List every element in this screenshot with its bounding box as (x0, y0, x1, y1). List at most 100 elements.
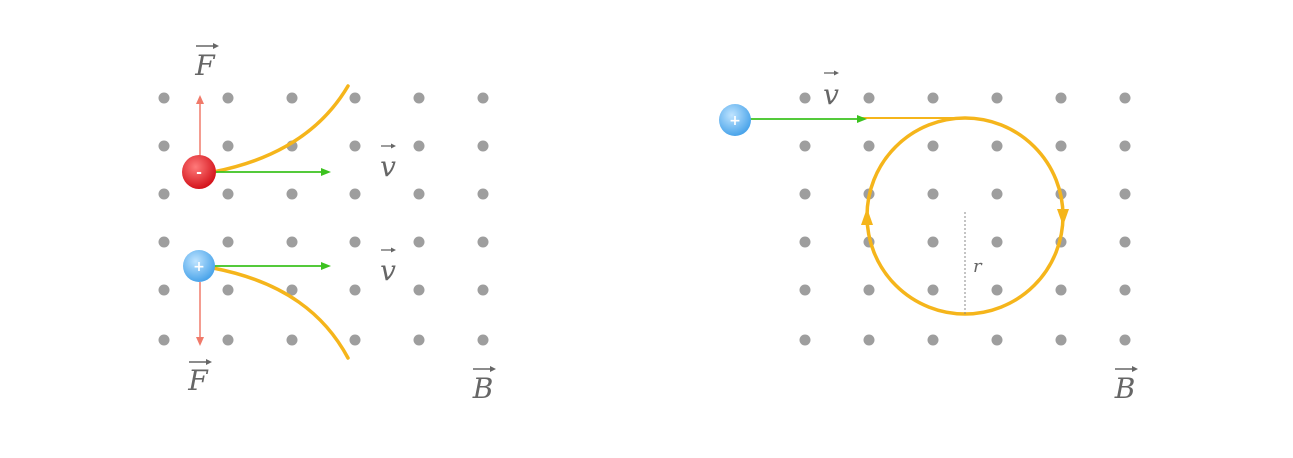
field-dot (799, 284, 811, 296)
field-label-right-text: B (1114, 372, 1136, 405)
vector-arrow-icon (196, 43, 219, 49)
field-dot (158, 284, 170, 296)
field-dot (799, 188, 811, 200)
field-dot (863, 140, 875, 152)
field-dot (222, 334, 234, 346)
positive-sign-right: + (729, 113, 741, 129)
field-dot (286, 188, 298, 200)
field-dot (477, 92, 489, 104)
field-dot (799, 334, 811, 346)
positive-charge-right: + (719, 104, 751, 136)
vector-arrow-icon (1115, 366, 1138, 372)
negative-charge-trajectory (211, 84, 350, 174)
field-dot (222, 92, 234, 104)
negative-sign: - (196, 165, 202, 181)
field-dot (799, 236, 811, 248)
field-dot (1119, 334, 1131, 346)
field-dot (927, 236, 939, 248)
vector-arrow-icon (824, 70, 839, 76)
field-dot (158, 140, 170, 152)
field-dot (477, 236, 489, 248)
velocity-arrow-top (214, 168, 331, 176)
field-dot (158, 334, 170, 346)
field-dot (1055, 334, 1067, 346)
field-dot (1119, 236, 1131, 248)
right-field-dots (799, 92, 1131, 346)
radius-label: r (973, 256, 983, 277)
field-dot (477, 334, 489, 346)
field-dot (863, 334, 875, 346)
field-dot (477, 140, 489, 152)
field-dot (286, 236, 298, 248)
field-dot (927, 140, 939, 152)
field-dot (349, 140, 361, 152)
field-dot (991, 92, 1003, 104)
vector-arrow-icon (381, 247, 396, 253)
field-dot (477, 284, 489, 296)
field-dot (927, 92, 939, 104)
field-dot (286, 334, 298, 346)
velocity-label-top: v (380, 143, 396, 183)
field-dot (1119, 284, 1131, 296)
vector-arrow-icon (381, 143, 396, 149)
field-dot (991, 236, 1003, 248)
field-dot (1119, 92, 1131, 104)
field-dot (349, 236, 361, 248)
left-panel: - + F F v v (158, 43, 496, 405)
field-dot (927, 334, 939, 346)
field-dot (927, 284, 939, 296)
field-dot (413, 92, 425, 104)
force-arrow-down (196, 282, 204, 346)
field-dot (413, 334, 425, 346)
positive-charge-left: + (183, 250, 215, 282)
negative-charge: - (182, 155, 216, 189)
field-dot (349, 334, 361, 346)
field-dot (413, 236, 425, 248)
velocity-label-bottom-text: v (380, 254, 396, 287)
field-dot (286, 92, 298, 104)
field-dot (991, 284, 1003, 296)
field-dot (1119, 188, 1131, 200)
force-label-top: F (194, 43, 219, 82)
field-dot (349, 92, 361, 104)
field-dot (286, 284, 298, 296)
field-dot (349, 284, 361, 296)
force-label-bottom-text: F (187, 364, 209, 397)
velocity-arrow-bottom (214, 262, 331, 270)
field-dot (991, 334, 1003, 346)
field-dot (863, 92, 875, 104)
field-label-right: B (1114, 366, 1138, 405)
field-label-left-text: B (472, 372, 494, 405)
left-field-dots (158, 92, 489, 346)
field-dot (158, 236, 170, 248)
field-dot (799, 140, 811, 152)
vector-arrow-icon (473, 366, 496, 372)
circle-direction-arrow-left (861, 208, 873, 225)
field-dot (413, 140, 425, 152)
vector-arrow-icon (189, 359, 212, 365)
field-dot (799, 92, 811, 104)
field-dot (927, 188, 939, 200)
field-dot (477, 188, 489, 200)
force-label-top-text: F (194, 49, 216, 82)
field-dot (222, 140, 234, 152)
positive-sign-left: + (193, 259, 205, 275)
field-label-left: B (472, 366, 496, 405)
field-dot (222, 188, 234, 200)
field-dot (991, 188, 1003, 200)
field-dot (1055, 284, 1067, 296)
velocity-arrow-right (750, 115, 867, 123)
circle-direction-arrow-right (1057, 209, 1069, 226)
field-dot (222, 236, 234, 248)
field-dot (1055, 92, 1067, 104)
field-dot (1055, 140, 1067, 152)
field-dot (413, 284, 425, 296)
velocity-label-top-text: v (380, 150, 396, 183)
field-dot (349, 188, 361, 200)
positive-charge-trajectory (211, 266, 350, 360)
field-dot (222, 284, 234, 296)
field-dot (413, 188, 425, 200)
force-arrow-up (196, 95, 204, 158)
force-label-bottom: F (187, 359, 212, 397)
